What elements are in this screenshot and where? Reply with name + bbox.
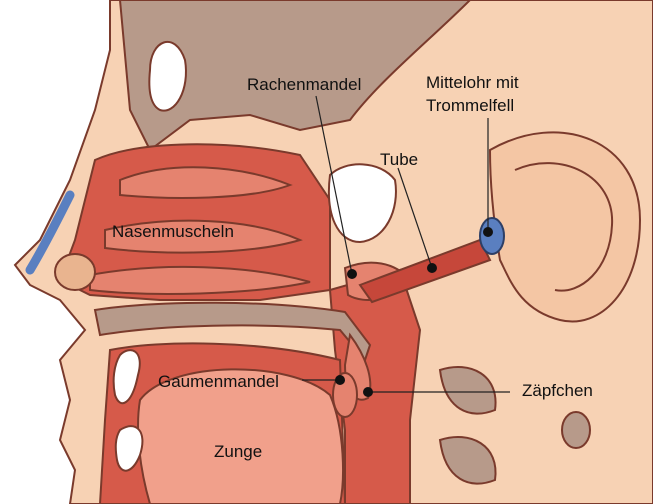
label-zunge: Zunge [214, 442, 262, 461]
nostril [55, 254, 95, 290]
label-rachenmandel: Rachenmandel [247, 75, 361, 94]
dot-rachenmandel [347, 269, 357, 279]
label-nasenmuscheln: Nasenmuscheln [112, 222, 234, 241]
label-gaumenmandel: Gaumenmandel [158, 372, 279, 391]
vertebra-disc [562, 412, 590, 448]
eardrum [480, 218, 504, 254]
dot-tube [427, 263, 437, 273]
label-mittelohr-line1: Mittelohr mit [426, 73, 519, 92]
label-zaepfchen: Zäpfchen [522, 381, 593, 400]
label-mittelohr-line2: Trommelfell [426, 96, 514, 115]
label-tube: Tube [380, 150, 418, 169]
dot-gaumenmandel [335, 375, 345, 385]
dot-mittelohr [483, 227, 493, 237]
dot-zaepfchen [363, 387, 373, 397]
